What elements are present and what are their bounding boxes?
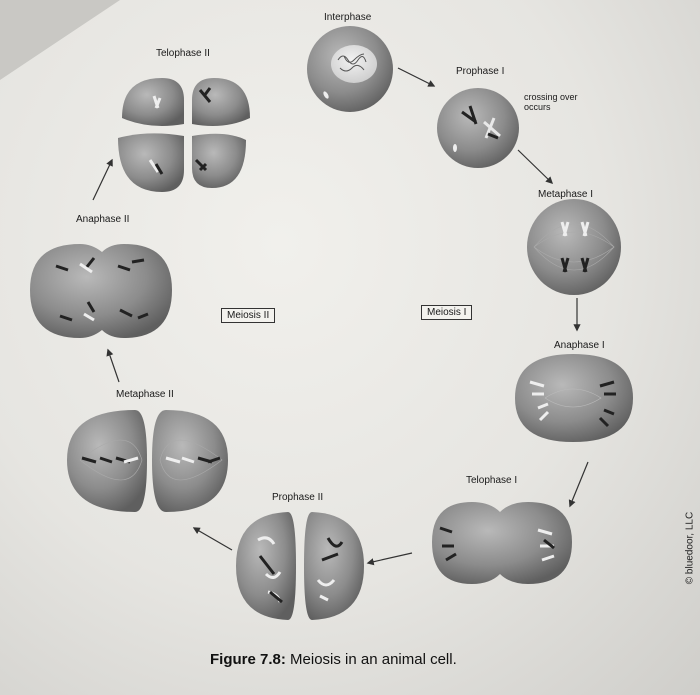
anaphase-1-cell — [515, 354, 633, 442]
label-anaphase-2: Anaphase II — [76, 214, 130, 225]
figure-caption-text: Meiosis in an animal cell. — [290, 651, 457, 668]
interphase-cell — [307, 26, 393, 112]
telophase-2-cells — [118, 78, 250, 192]
cycle-arrows — [92, 67, 589, 566]
label-metaphase-2: Metaphase II — [116, 389, 174, 400]
copyright-credit: © bluedoor, LLC — [684, 511, 696, 585]
prophase-1-cell — [437, 88, 519, 168]
label-interphase: Interphase — [324, 12, 372, 23]
prophase-2-cells — [236, 512, 364, 620]
label-anaphase-1: Anaphase I — [554, 340, 605, 351]
figure-number: Figure 7.8: — [210, 651, 286, 668]
label-metaphase-1: Metaphase I — [538, 189, 594, 200]
metaphase-2-cells — [67, 410, 228, 512]
metaphase-1-cell — [527, 199, 621, 295]
figure-caption: Figure 7.8: Meiosis in an animal cell. — [210, 651, 457, 668]
anaphase-2-cells — [30, 244, 172, 338]
label-telophase-1: Telophase I — [466, 475, 518, 486]
label-prophase-2: Prophase II — [272, 492, 324, 503]
meiosis-1-box: Meiosis I — [421, 305, 473, 320]
label-crossing-over: crossing over occurs — [524, 92, 578, 112]
label-prophase-1: Prophase I — [456, 66, 505, 77]
telophase-1-cells — [432, 502, 572, 584]
meiosis-2-box: Meiosis II — [221, 308, 276, 323]
label-telophase-2: Telophase II — [156, 48, 210, 59]
